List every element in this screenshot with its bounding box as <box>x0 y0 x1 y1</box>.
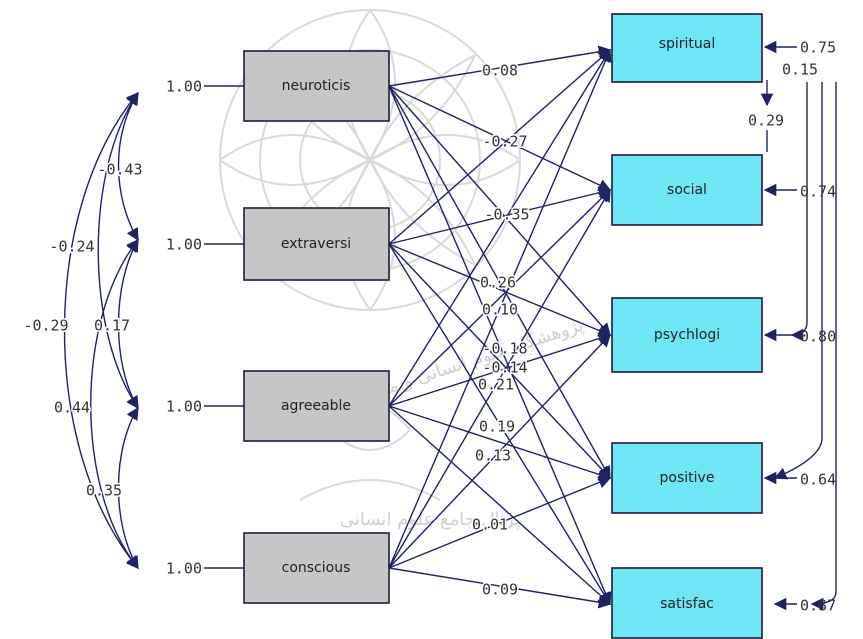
correlation-arcs <box>63 91 139 570</box>
watermark-line2: پرتال جامع علوم انسانی <box>340 509 520 530</box>
path-coefficient: -0.27 <box>482 133 527 151</box>
path-arrow <box>388 405 611 605</box>
node-label: social <box>667 182 707 198</box>
latent-variable-conscious: conscious <box>243 532 390 604</box>
path-arrow <box>388 85 611 480</box>
correlation-arc <box>90 239 139 569</box>
node-label: neuroticis <box>282 78 351 94</box>
observed-variable-social: social <box>611 154 763 226</box>
variance-value: 1.00 <box>166 398 202 416</box>
variance-value: 1.00 <box>166 78 202 96</box>
structural-paths <box>388 45 612 609</box>
correlation-value: -0.43 <box>97 161 142 179</box>
error-covariance: 0.15 <box>782 61 818 79</box>
path-arrow <box>388 243 612 337</box>
correlation-arc <box>63 92 139 569</box>
path-arrow <box>388 85 611 336</box>
error-variance: 0.87 <box>800 597 836 615</box>
latent-variable-agreeable: agreeable <box>243 370 390 442</box>
path-arrow <box>388 243 611 479</box>
observed-variable-satisfac: satisfac <box>611 567 763 639</box>
correlation-value: -0.29 <box>23 317 68 335</box>
path-coefficient: 0.10 <box>482 301 518 319</box>
variance-stubs <box>204 85 244 569</box>
path-arrow <box>388 48 611 407</box>
error-variance: 0.74 <box>800 183 836 201</box>
variance-value: 1.00 <box>166 560 202 578</box>
node-label: conscious <box>282 560 351 576</box>
path-arrow <box>388 405 612 481</box>
path-coefficient: 0.13 <box>475 447 511 465</box>
error-variance: 0.75 <box>800 39 836 57</box>
path-arrow <box>388 567 612 609</box>
cov-spiritual-psychologi <box>790 82 808 342</box>
path-coefficient: 0.21 <box>478 376 514 394</box>
path-arrow <box>388 476 612 569</box>
correlation-arc <box>117 406 139 570</box>
path-arrow <box>388 49 611 245</box>
observed-variable-psychologi: psychlogi <box>611 297 763 373</box>
path-arrow <box>388 334 611 569</box>
node-label: satisfac <box>660 596 714 612</box>
error-covariance: 0.29 <box>748 112 784 130</box>
path-coefficient: -0.14 <box>482 359 527 377</box>
observed-variable-positive: positive <box>611 442 763 514</box>
path-coefficient: -0.35 <box>484 206 529 224</box>
path-arrow <box>388 48 612 569</box>
correlation-value: 0.44 <box>54 399 90 417</box>
variance-value: 1.00 <box>166 236 202 254</box>
path-coefficient: 0.08 <box>482 62 518 80</box>
error-variance: 0.80 <box>800 328 836 346</box>
path-arrow <box>388 85 612 606</box>
path-coefficient: 0.19 <box>479 418 515 436</box>
correlation-value: 0.17 <box>94 317 130 335</box>
path-coefficient: 0.09 <box>482 581 518 599</box>
path-arrow <box>388 332 612 407</box>
observed-variable-spiritual: spiritual <box>611 13 763 83</box>
path-arrow <box>388 85 612 191</box>
path-arrow <box>388 243 611 606</box>
error-structure <box>760 40 837 611</box>
node-label: agreeable <box>281 398 351 414</box>
path-coefficient: 0.26 <box>480 274 516 292</box>
node-label: psychlogi <box>654 327 720 343</box>
path-coefficient: 0.01 <box>472 516 508 534</box>
path-arrow <box>388 186 612 245</box>
path-arrow <box>388 188 611 569</box>
node-label: positive <box>660 470 715 486</box>
latent-variable-neuroticis: neuroticis <box>243 50 390 122</box>
correlation-arc <box>97 91 139 410</box>
error-variance: 0.64 <box>800 471 836 489</box>
latent-variable-extraversi: extraversi <box>243 207 390 281</box>
correlation-value: -0.24 <box>49 238 94 256</box>
correlation-value: 0.35 <box>86 482 122 500</box>
path-arrow <box>388 189 611 407</box>
node-label: spiritual <box>659 36 716 52</box>
path-arrow <box>388 45 612 87</box>
node-label: extraversi <box>281 236 351 252</box>
path-coefficient: -0.18 <box>482 340 527 358</box>
